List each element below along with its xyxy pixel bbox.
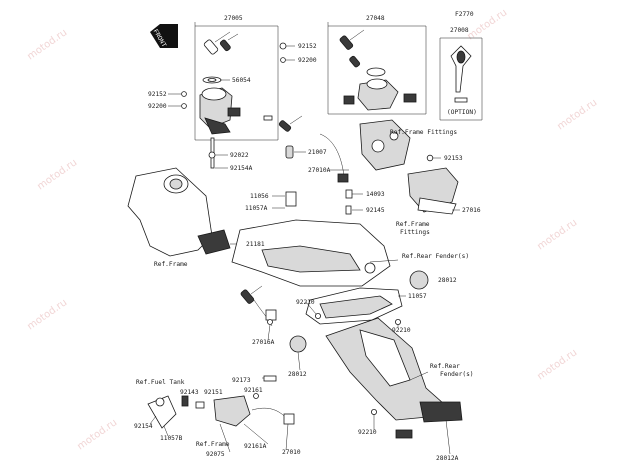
part-92022: 92022 bbox=[230, 152, 249, 159]
ref-frame: Ref.Frame bbox=[154, 261, 188, 268]
ignition-switch-group-27005: 27005 bbox=[181, 15, 287, 169]
leader-lines bbox=[149, 259, 451, 455]
part-92161: 92161 bbox=[244, 387, 263, 394]
key-icon bbox=[203, 31, 239, 55]
bolt-92210-b bbox=[394, 318, 401, 325]
part-number-labels: 92152 92200 56054 92152 92200 92022 9215… bbox=[134, 43, 481, 462]
part-28012-b: 28012 bbox=[288, 371, 307, 378]
rear-fender bbox=[325, 317, 463, 439]
svg-text:motod.ru: motod.ru bbox=[25, 27, 69, 62]
part-27010A: 27010A bbox=[308, 167, 331, 174]
ref-fuel-tank: Ref.Fuel Tank bbox=[136, 379, 185, 386]
ref-frame-fittings-2a: Ref.Frame bbox=[396, 221, 430, 228]
ignition-switch-body bbox=[199, 87, 241, 135]
svg-text:motod.ru: motod.ru bbox=[35, 157, 79, 192]
option-label: (OPTION) bbox=[447, 109, 477, 116]
part-92210-a: 92210 bbox=[296, 299, 315, 306]
frame-fitting-bracket bbox=[359, 119, 411, 171]
cap-28012-a bbox=[409, 270, 429, 290]
svg-text:motod.ru: motod.ru bbox=[535, 217, 579, 252]
connector-27010A bbox=[337, 173, 349, 183]
option-key-27008 bbox=[439, 37, 483, 121]
key-21007-icon bbox=[278, 115, 303, 159]
part-27008-label: 27008 bbox=[450, 27, 469, 34]
part-92200-a: 92200 bbox=[298, 57, 317, 64]
bolt-92210-c bbox=[370, 408, 377, 415]
part-92210-b: 92210 bbox=[392, 327, 411, 334]
bolt-92152-b bbox=[181, 91, 187, 97]
part-92153: 92153 bbox=[444, 155, 463, 162]
washer-92200-a bbox=[280, 57, 286, 63]
sub-frame bbox=[231, 219, 391, 287]
reflector-28012A bbox=[419, 401, 463, 423]
part-92173: 92173 bbox=[232, 377, 251, 384]
part-92154: 92154 bbox=[134, 423, 153, 430]
bolt-92210-a bbox=[314, 312, 321, 319]
bolt-92153 bbox=[426, 154, 434, 162]
part-27016A: 27016A bbox=[252, 339, 275, 346]
part-28012-a: 28012 bbox=[438, 277, 457, 284]
clamp-14093 bbox=[345, 189, 353, 199]
part-14093: 14093 bbox=[366, 191, 385, 198]
cap-28012-b bbox=[289, 335, 307, 353]
part-F2770-label: F2770 bbox=[455, 11, 474, 18]
part-21181: 21181 bbox=[246, 241, 265, 248]
part-92154A: 92154A bbox=[230, 165, 253, 172]
part-11057B: 11057B bbox=[160, 435, 183, 442]
part-92210-c: 92210 bbox=[358, 429, 377, 436]
main-frame bbox=[127, 167, 231, 257]
plate-bracket-11057 bbox=[305, 287, 403, 325]
ref-rear-fender-1: Ref.Rear Fender(s) bbox=[402, 253, 469, 260]
clip-11056 bbox=[285, 191, 297, 207]
part-92143: 92143 bbox=[180, 389, 199, 396]
key-blank bbox=[454, 97, 468, 103]
svg-text:motod.ru: motod.ru bbox=[75, 417, 119, 452]
bolt-92145 bbox=[345, 205, 352, 215]
ref-rear-fender-2a: Ref.Rear bbox=[430, 363, 460, 370]
part-92145: 92145 bbox=[366, 207, 385, 214]
part-11057A: 11057A bbox=[245, 205, 268, 212]
part-27005-label: 27005 bbox=[224, 15, 243, 22]
ecu-21181 bbox=[197, 229, 231, 255]
washer-92022 bbox=[208, 151, 216, 159]
part-92075: 92075 bbox=[206, 451, 225, 458]
small-part bbox=[263, 115, 273, 121]
transponder-21007 bbox=[285, 145, 294, 159]
washer-92200-b bbox=[181, 103, 187, 109]
part-92151: 92151 bbox=[204, 389, 223, 396]
part-56054: 56054 bbox=[232, 77, 251, 84]
harness-27016A bbox=[240, 285, 277, 327]
svg-text:motod.ru: motod.ru bbox=[25, 297, 69, 332]
part-92200-b: 92200 bbox=[148, 103, 167, 110]
part-27048-label: 27048 bbox=[366, 15, 385, 22]
svg-text:motod.ru: motod.ru bbox=[535, 347, 579, 382]
part-92152-b: 92152 bbox=[148, 91, 167, 98]
ref-frame-bottom: Ref.Frame bbox=[196, 441, 230, 448]
bolt-92161 bbox=[253, 393, 259, 399]
svg-text:motod.ru: motod.ru bbox=[555, 97, 599, 132]
reference-labels: Ref.Frame Fittings Ref.Frame Fittings Re… bbox=[136, 129, 474, 448]
part-27010: 27010 bbox=[282, 449, 301, 456]
ref-rear-fender-2b: Fender(s) bbox=[440, 371, 474, 378]
part-21007: 21007 bbox=[308, 149, 327, 156]
front-arrow-badge: FRONT bbox=[150, 24, 178, 49]
part-92161A: 92161A bbox=[244, 443, 267, 450]
part-11056: 11056 bbox=[250, 193, 269, 200]
part-28012A: 28012A bbox=[436, 455, 459, 462]
bracket-27016 bbox=[407, 167, 459, 215]
switch-group-27048 bbox=[327, 22, 427, 115]
cable-27010A bbox=[319, 133, 345, 177]
fuel-tank-switch-parts bbox=[147, 375, 295, 429]
ref-frame-fittings-2b: Fittings bbox=[400, 229, 430, 236]
part-92152-a: 92152 bbox=[298, 43, 317, 50]
bolt-92152-a bbox=[279, 42, 287, 50]
ref-frame-fittings-1: Ref.Frame Fittings bbox=[390, 129, 457, 136]
pin-92173 bbox=[263, 375, 277, 382]
part-11057: 11057 bbox=[408, 293, 427, 300]
part-27016: 27016 bbox=[462, 207, 481, 214]
